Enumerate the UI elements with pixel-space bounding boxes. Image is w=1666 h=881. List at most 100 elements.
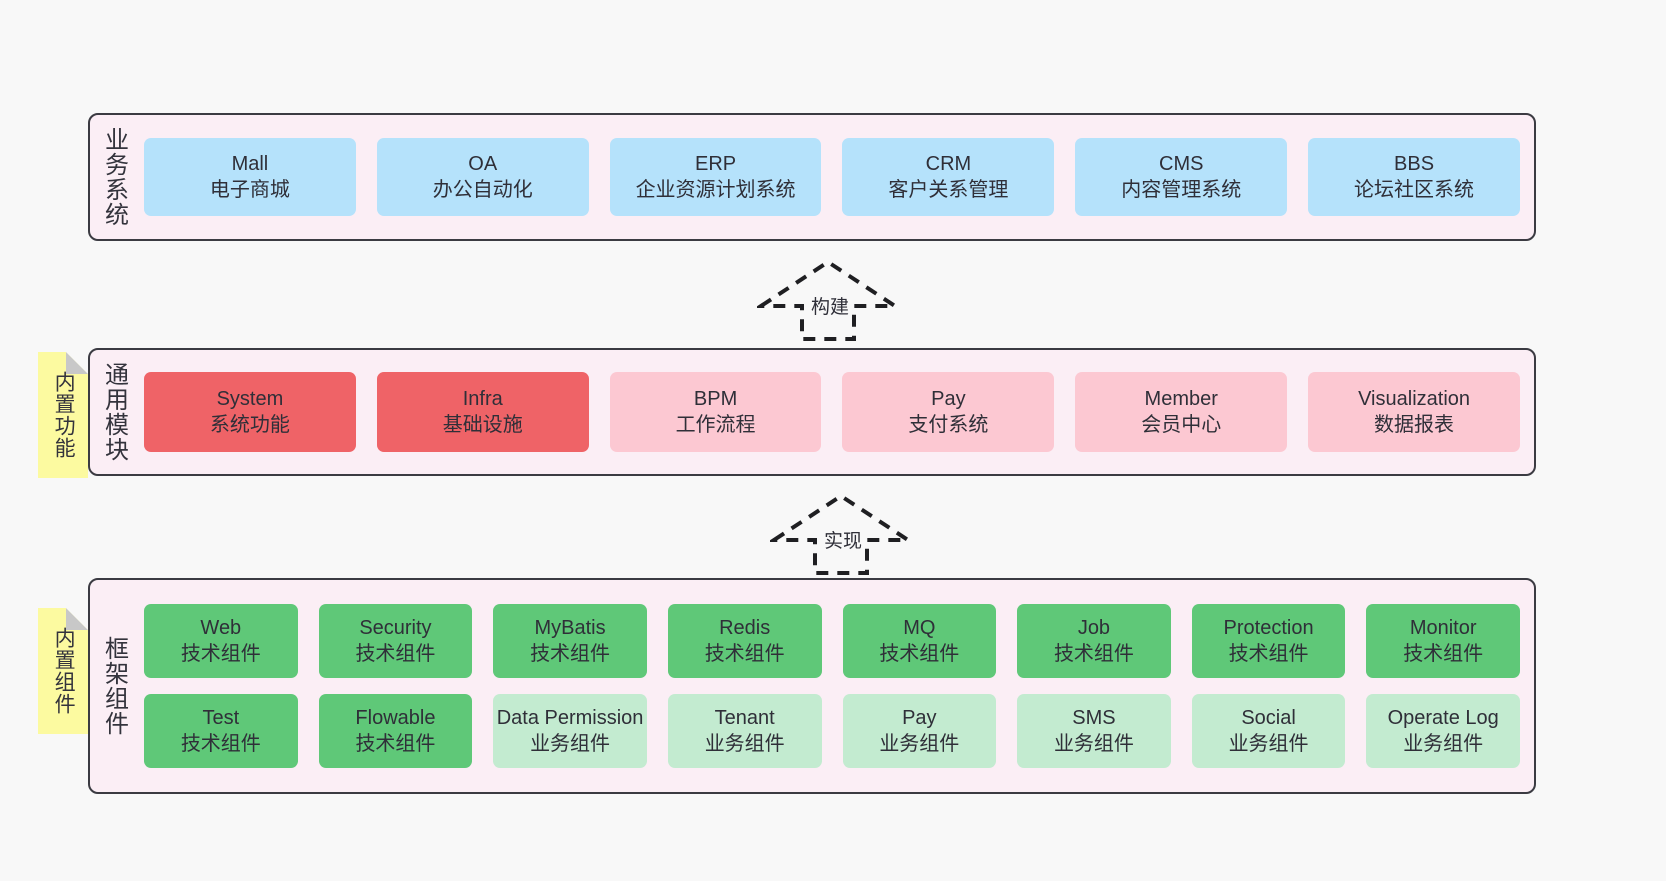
module-card-crm[interactable]: CRM 客户关系管理 [842,138,1055,216]
layer-framework-components: 框架组件 Web 技术组件 Security 技术组件 MyBatis 技术组件… [88,578,1536,794]
module-card-oa-desc: 办公自动化 [432,179,533,201]
module-card-bpm[interactable]: BPM 工作流程 [609,372,822,452]
connector-build-label: 构建 [811,297,850,318]
module-card-bbs-desc: 论坛社区系统 [1354,179,1475,201]
module-card-pay[interactable]: Pay 支付系统 [842,372,1055,452]
module-card-bpm-name: BPM [693,387,738,410]
component-card-tenant-desc: 业务组件 [704,733,785,755]
component-card-data-permission-name: Data Permission [496,706,644,729]
component-card-job[interactable]: Job 技术组件 [1017,604,1171,678]
component-card-mybatis[interactable]: MyBatis 技术组件 [493,604,647,678]
component-card-data-permission-desc: 业务组件 [530,733,611,755]
module-card-pay-desc: 支付系统 [908,414,989,436]
sticky-note-builtin-components-label: 内置组件 [52,627,76,715]
module-card-infra[interactable]: Infra 基础设施 [376,372,589,452]
component-card-mq-desc: 技术组件 [879,643,960,665]
layer-business-systems-label: 业务系统 [100,127,128,227]
component-card-sms[interactable]: SMS 业务组件 [1017,694,1171,768]
component-card-web-desc: 技术组件 [180,643,261,665]
module-card-bbs-name: BBS [1394,152,1435,175]
layer-business-systems: 业务系统 Mall 电子商城 OA 办公自动化 ERP 企业资源计划系统 CRM… [88,113,1536,241]
module-card-infra-name: Infra [462,387,503,410]
module-card-oa-name: OA [468,152,498,175]
module-card-member[interactable]: Member 会员中心 [1075,372,1288,452]
connector-implement-label: 实现 [824,531,863,552]
framework-business-components-row: Test 技术组件 Flowable 技术组件 Data Permission … [144,694,1520,768]
component-card-web[interactable]: Web 技术组件 [144,604,298,678]
layer-common-modules-body: System 系统功能 Infra 基础设施 BPM 工作流程 Pay 支付系统… [136,350,1534,474]
component-card-test[interactable]: Test 技术组件 [144,694,298,768]
module-card-crm-desc: 客户关系管理 [888,179,1009,201]
module-card-member-name: Member [1144,387,1218,410]
module-card-mall-desc: 电子商城 [209,179,290,201]
component-card-data-permission[interactable]: Data Permission 业务组件 [493,694,647,768]
module-card-bpm-desc: 工作流程 [675,414,756,436]
component-card-monitor[interactable]: Monitor 技术组件 [1366,604,1520,678]
module-card-mall-name: Mall [231,152,269,175]
component-card-security[interactable]: Security 技术组件 [318,604,473,678]
module-card-erp-desc: 企业资源计划系统 [635,179,796,201]
component-card-social[interactable]: Social 业务组件 [1191,694,1346,768]
sticky-note-builtin-features: 内置功能 [38,352,88,478]
common-modules-row: System 系统功能 Infra 基础设施 BPM 工作流程 Pay 支付系统… [144,372,1520,452]
component-card-redis[interactable]: Redis 技术组件 [667,604,822,678]
component-card-operate-log[interactable]: Operate Log 业务组件 [1366,694,1520,768]
module-card-pay-name: Pay [931,387,966,410]
layer-common-modules-label: 通用模块 [100,362,128,462]
component-card-protection-name: Protection [1223,616,1314,639]
module-card-cms-name: CMS [1159,152,1204,175]
module-card-visualization-name: Visualization [1358,387,1471,410]
component-card-redis-name: Redis [719,616,771,639]
component-card-sms-desc: 业务组件 [1053,733,1134,755]
layer-framework-components-label: 框架组件 [100,636,128,736]
module-card-member-desc: 会员中心 [1141,414,1222,436]
module-card-visualization[interactable]: Visualization 数据报表 [1308,372,1520,452]
component-card-monitor-desc: 技术组件 [1403,643,1484,665]
module-card-infra-desc: 基础设施 [442,414,523,436]
module-card-system-desc: 系统功能 [209,414,290,436]
module-card-system[interactable]: System 系统功能 [144,372,356,452]
component-card-pay-desc: 业务组件 [879,733,960,755]
module-card-cms-desc: 内容管理系统 [1121,179,1242,201]
component-card-mybatis-name: MyBatis [534,616,606,639]
component-card-test-name: Test [202,706,240,729]
business-systems-row: Mall 电子商城 OA 办公自动化 ERP 企业资源计划系统 CRM 客户关系… [144,138,1520,216]
connector-implement-arrow [770,492,912,577]
sticky-note-builtin-features-label: 内置功能 [52,371,76,459]
component-card-flowable[interactable]: Flowable 技术组件 [318,694,473,768]
layer-business-systems-body: Mall 电子商城 OA 办公自动化 ERP 企业资源计划系统 CRM 客户关系… [136,115,1534,239]
component-card-pay[interactable]: Pay 业务组件 [842,694,997,768]
component-card-mq[interactable]: MQ 技术组件 [842,604,997,678]
component-card-mq-name: MQ [903,616,936,639]
component-card-job-desc: 技术组件 [1053,643,1134,665]
component-card-redis-desc: 技术组件 [704,643,785,665]
component-card-protection[interactable]: Protection 技术组件 [1191,604,1346,678]
module-card-visualization-desc: 数据报表 [1374,414,1455,436]
component-card-tenant[interactable]: Tenant 业务组件 [667,694,822,768]
module-card-system-name: System [216,387,284,410]
module-card-mall[interactable]: Mall 电子商城 [144,138,356,216]
layer-common-modules: 通用模块 System 系统功能 Infra 基础设施 BPM 工作流程 Pay… [88,348,1536,476]
connector-build-arrow [757,258,899,343]
layer-framework-components-body: Web 技术组件 Security 技术组件 MyBatis 技术组件 Redi… [136,580,1534,792]
module-card-crm-name: CRM [925,152,972,175]
sticky-fold-corner-icon [66,608,88,630]
module-card-erp-name: ERP [695,152,737,175]
component-card-mybatis-desc: 技术组件 [530,643,611,665]
component-card-protection-desc: 技术组件 [1228,643,1309,665]
framework-tech-components-row: Web 技术组件 Security 技术组件 MyBatis 技术组件 Redi… [144,604,1520,678]
component-card-pay-name: Pay [902,706,937,729]
component-card-flowable-name: Flowable [355,706,436,729]
module-card-oa[interactable]: OA 办公自动化 [376,138,589,216]
module-card-erp[interactable]: ERP 企业资源计划系统 [609,138,822,216]
module-card-cms[interactable]: CMS 内容管理系统 [1075,138,1288,216]
component-card-flowable-desc: 技术组件 [355,733,436,755]
component-card-job-name: Job [1077,616,1111,639]
module-card-bbs[interactable]: BBS 论坛社区系统 [1308,138,1520,216]
sticky-fold-corner-icon [66,352,88,374]
component-card-operate-log-name: Operate Log [1387,706,1499,729]
component-card-test-desc: 技术组件 [180,733,261,755]
component-card-social-name: Social [1241,706,1296,729]
component-card-sms-name: SMS [1072,706,1116,729]
